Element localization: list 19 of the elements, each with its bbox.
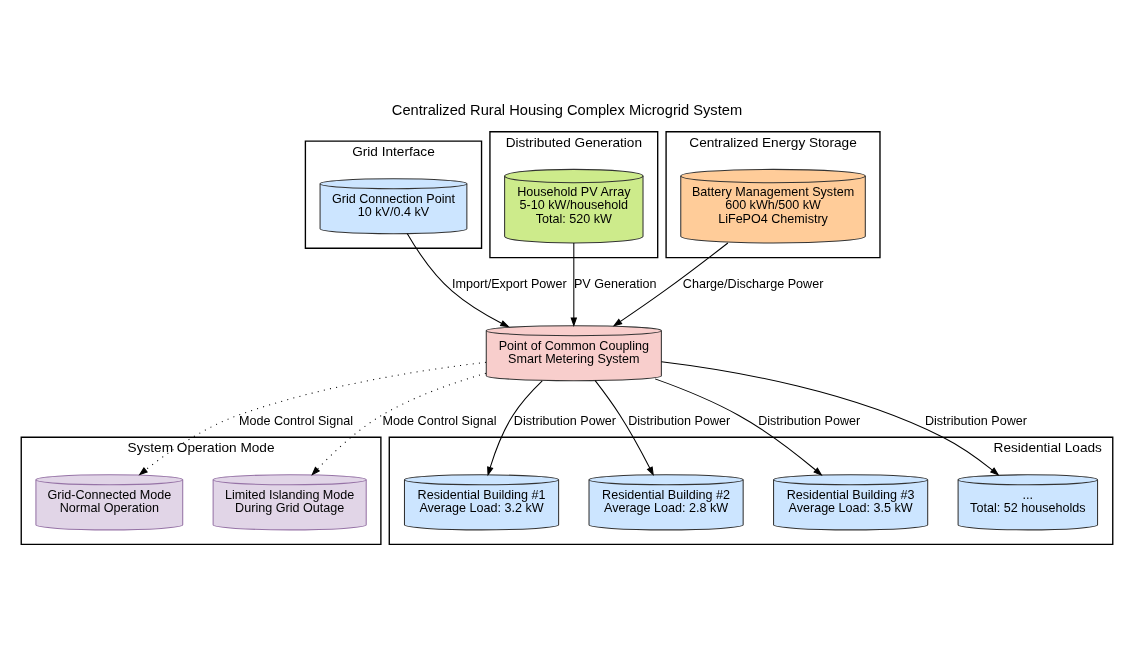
arrow [612, 242, 729, 327]
edge-label: Distribution Power [758, 414, 861, 429]
arrow [654, 378, 823, 476]
arrow [311, 372, 487, 476]
edge-label: PV Generation [573, 276, 657, 291]
edge-label: Distribution Power [513, 414, 616, 429]
arrow [594, 380, 654, 477]
edge-label: Mode Control Signal [382, 414, 497, 429]
arrow [660, 361, 1000, 476]
arrow [487, 380, 543, 477]
arrow [570, 242, 578, 327]
edge-label: Distribution Power [628, 414, 731, 429]
diagram-title: Centralized Rural Housing Complex Microgrid System [391, 102, 743, 119]
edge-label: Charge/Discharge Power [682, 276, 824, 291]
edge-label: Import/Export Power [452, 276, 567, 291]
edge-label: Mode Control Signal [238, 414, 353, 429]
arrow [138, 361, 487, 476]
edge-label: Distribution Power [924, 414, 1027, 429]
arrow [406, 233, 510, 328]
